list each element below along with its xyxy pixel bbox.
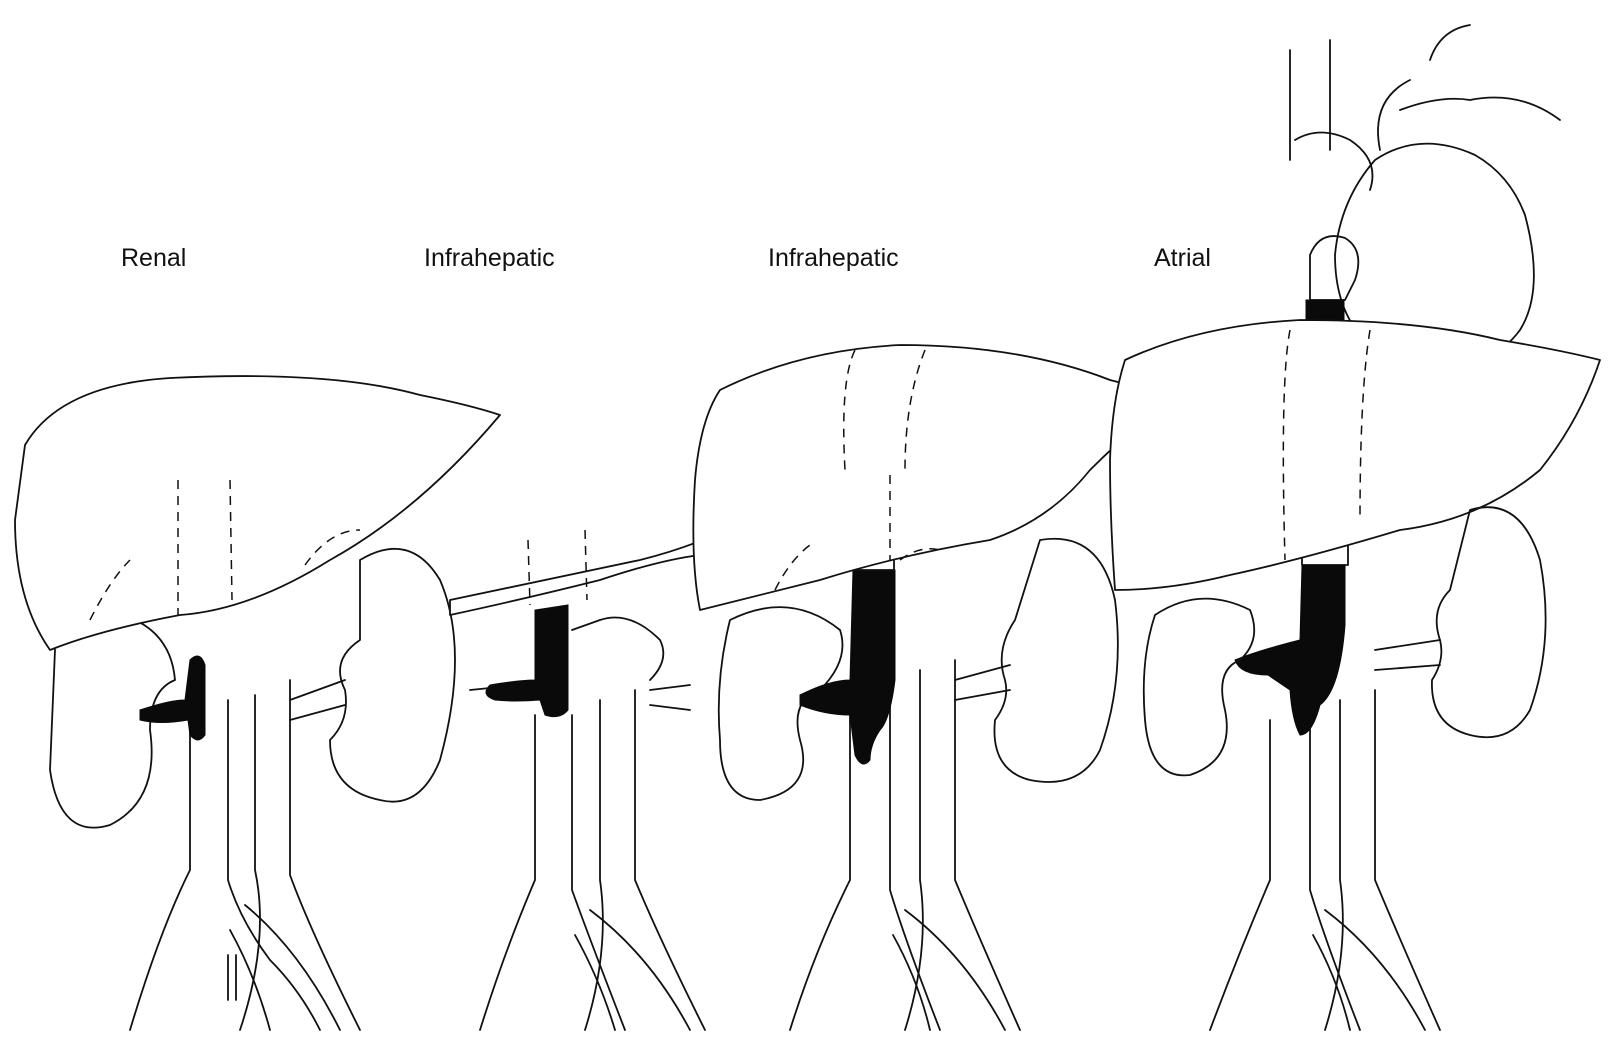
tumor-thrombus: [799, 569, 896, 765]
right-kidney: [1142, 597, 1256, 777]
tumor-thrombus: [485, 604, 569, 718]
left-kidney: [1431, 506, 1547, 739]
vena-cava: [789, 699, 941, 1031]
aorta: [239, 679, 361, 1031]
vena-cava: [479, 714, 626, 1031]
vena-cava: [1209, 719, 1361, 1031]
liver: [14, 375, 501, 651]
aorta: [1324, 689, 1441, 1031]
panel-atrial: [1109, 24, 1601, 1031]
left-kidney: [993, 537, 1119, 783]
panel-label-renal: Renal: [121, 244, 187, 272]
left-kidney: [329, 547, 456, 803]
panel-label-atrial: Atrial: [1154, 244, 1211, 272]
right-kidney: [717, 606, 844, 801]
thrombus-hatched-segment: [1309, 235, 1360, 301]
panel-label-infrahepatic-1: Infrahepatic: [424, 244, 555, 272]
panel-infrahepatic-2: [692, 344, 1171, 1031]
panel-infrahepatic-1: [449, 519, 746, 1031]
tumor-thrombus: [1234, 564, 1346, 736]
liver: [1109, 319, 1601, 591]
panel-renal: [14, 375, 501, 1031]
liver: [692, 344, 1171, 611]
aorta: [584, 689, 706, 1031]
panel-label-infrahepatic-2: Infrahepatic: [768, 244, 899, 272]
tumor-thrombus: [139, 655, 206, 741]
vena-cava: [129, 699, 321, 1031]
aorta: [904, 659, 1021, 1031]
